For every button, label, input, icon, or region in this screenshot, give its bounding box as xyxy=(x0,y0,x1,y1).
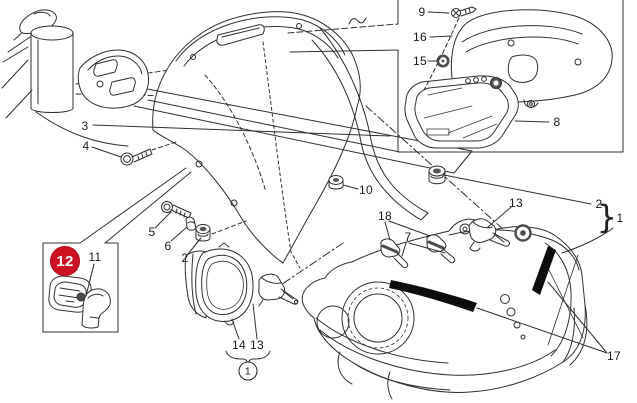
part-label-3: 3 xyxy=(81,119,89,133)
front-fairing-art xyxy=(152,11,429,269)
part-label-10: 10 xyxy=(359,183,373,197)
air-duct-art xyxy=(184,242,344,326)
bulb-13-bottom-art xyxy=(258,273,299,307)
part-marker-12-highlighted[interactable]: 12 xyxy=(50,246,80,276)
bolt-4-art xyxy=(120,141,177,166)
instrument-panel-art xyxy=(404,75,519,149)
part-label-13: 13 xyxy=(509,196,523,210)
part-label-8: 8 xyxy=(553,115,561,129)
part-label-4: 4 xyxy=(82,139,90,153)
assembly-marker-1: 1 xyxy=(238,361,258,381)
part-label-6: 6 xyxy=(164,239,172,253)
part-label-17: 17 xyxy=(607,349,621,363)
part-label-1: 1 xyxy=(616,211,624,225)
highlight-detail-box xyxy=(42,167,192,333)
instrument-detail-box xyxy=(287,0,624,153)
part-label-18: 18 xyxy=(378,209,392,223)
part-label-15: 15 xyxy=(413,54,427,68)
grommet-2-right-art xyxy=(365,105,524,248)
grommet-10-art xyxy=(328,175,344,190)
screw-and-grommet-art xyxy=(423,6,477,91)
part-label-9: 9 xyxy=(418,5,426,19)
part-label-14: 14 xyxy=(232,338,246,352)
part-label-16: 16 xyxy=(413,30,427,44)
part-label-13: 13 xyxy=(250,338,264,352)
fairing-stay-bracket-art xyxy=(77,49,473,174)
bulb-13-right-art xyxy=(468,218,532,252)
part-label-11: 11 xyxy=(88,250,102,264)
part-label-7: 7 xyxy=(404,230,412,244)
position-bulbs-art xyxy=(380,234,456,269)
bolt-5-group-art xyxy=(161,201,247,242)
part-label-2: 2 xyxy=(181,251,189,265)
grouping-brace: } xyxy=(596,198,618,236)
part-label-5: 5 xyxy=(148,225,156,239)
part-label-2: 2 xyxy=(595,197,603,211)
headlight-assembly-art xyxy=(301,218,588,400)
